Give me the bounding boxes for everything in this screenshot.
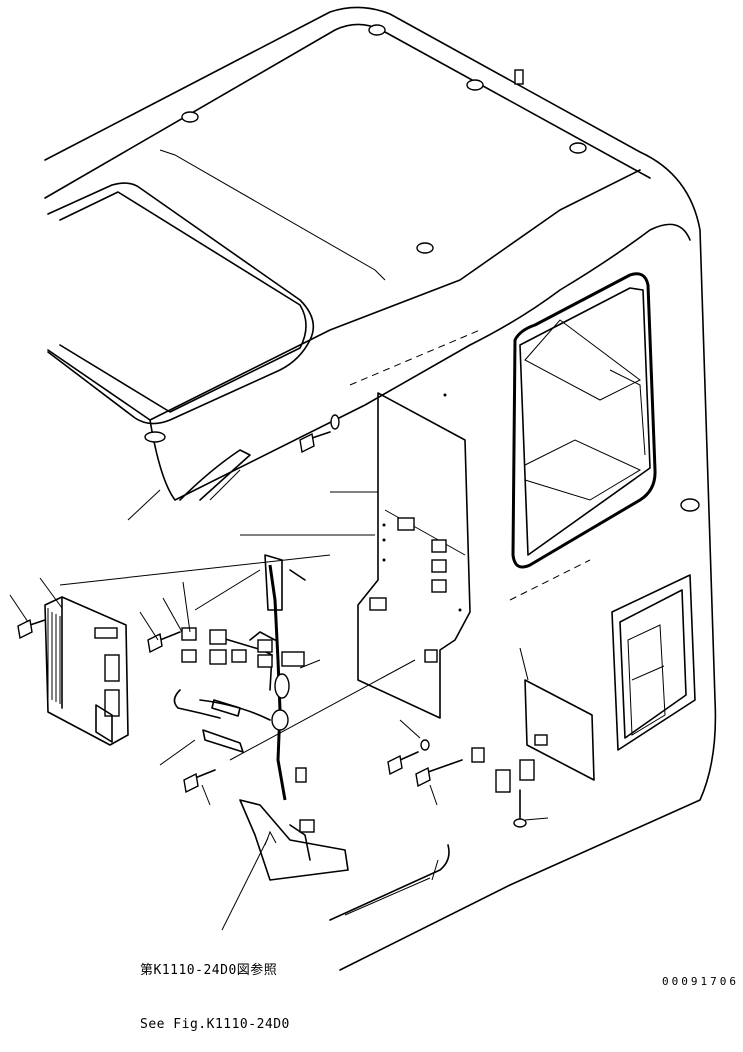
access-panel — [611, 574, 696, 751]
roof-bolts — [144, 24, 700, 512]
bolts — [17, 414, 463, 794]
document-number: 00091706 — [662, 975, 739, 988]
bolt-bracket — [415, 759, 463, 788]
bolt-plate-top — [299, 414, 340, 454]
reference-line-en: See Fig.K1110-24D0 — [140, 1017, 290, 1032]
leader-lines — [9, 491, 549, 931]
cab-controller-mount-diagram — [9, 6, 717, 971]
cab-roof — [44, 6, 717, 971]
bracket-plate — [357, 392, 471, 719]
cab-bottom — [329, 844, 450, 921]
figure-reference: 第K1110-24D0図参照 See Fig.K1110-24D0 — [140, 926, 290, 1052]
wire-harness — [199, 554, 349, 881]
small-bracket — [471, 679, 595, 828]
reference-line-ja: 第K1110-24D0図参照 — [140, 963, 278, 978]
bolt-relay — [147, 631, 181, 654]
bolt-controller — [17, 618, 46, 640]
relays — [181, 627, 227, 665]
bolt-plate-low — [387, 739, 430, 776]
bolt-sensor — [183, 769, 216, 794]
controller-unit — [44, 596, 129, 746]
dashed-lines — [349, 329, 591, 601]
rear-window — [511, 272, 657, 569]
sensor — [173, 689, 244, 753]
